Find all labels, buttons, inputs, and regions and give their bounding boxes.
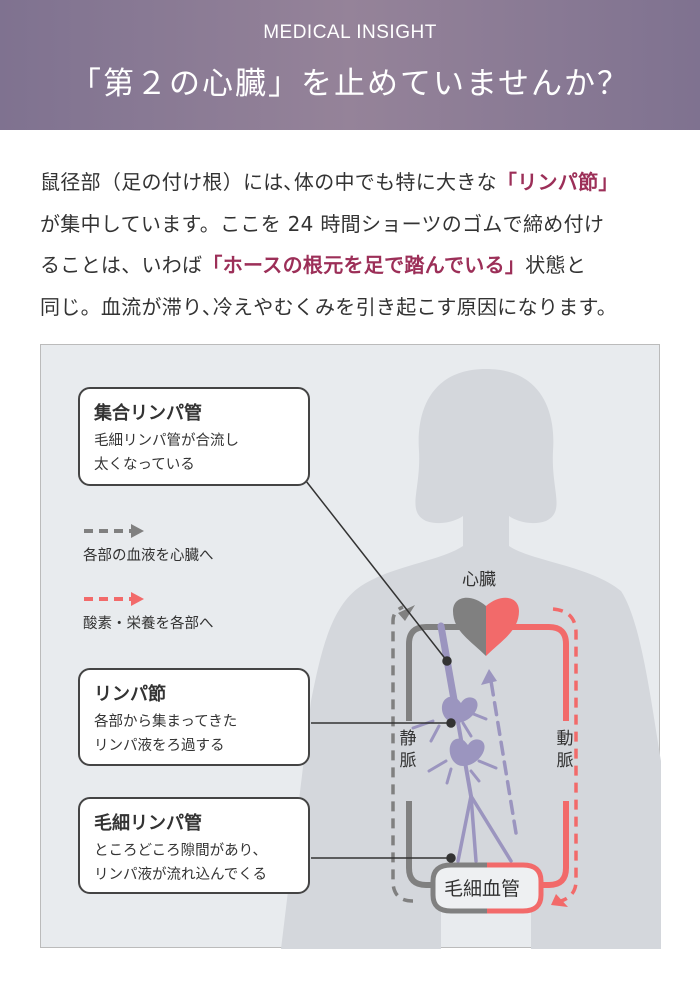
intro-paragraph: 鼠径部（足の付け根）には､体の中でも特に大きな「リンパ節」 が集中しています。こ… bbox=[40, 162, 680, 328]
heart-icon bbox=[453, 597, 486, 656]
callout-capillary-lymph: 毛細リンパ管 ところどころ隙間があり、 リンパ液が流れ込んでくる bbox=[78, 797, 310, 894]
body-silhouette bbox=[281, 369, 661, 949]
callout-title: 毛細リンパ管 bbox=[94, 813, 202, 834]
text: 状態と bbox=[525, 253, 587, 277]
vein-flow-arrow bbox=[391, 605, 414, 903]
callout-text: 毛細リンパ管が合流し bbox=[94, 433, 239, 449]
highlight: 「リンパ節」 bbox=[496, 170, 619, 194]
callout-lymph-node: リンパ節 各部から集まってきた リンパ液をろ過する bbox=[78, 668, 310, 766]
legend-vein-label: 各部の血液を心臓へ bbox=[83, 548, 214, 564]
callout-text: 太くなっている bbox=[94, 457, 195, 473]
lymph-node bbox=[441, 696, 478, 723]
page-title: 「第２の心臓」を止めていませんか？ bbox=[69, 66, 631, 102]
callout-collecting-lymph: 集合リンパ管 毛細リンパ管が合流し 太くなっている bbox=[78, 387, 310, 486]
artery-label: 動脈 bbox=[556, 729, 574, 771]
eyebrow: MEDICAL INSIGHT bbox=[263, 22, 437, 43]
text: 同じ。血流が滞り､冷えやむくみを引き起こす原因になります。 bbox=[40, 294, 618, 319]
capillary-label: 毛細血管 bbox=[444, 878, 521, 900]
header-banner: MEDICAL INSIGHT 「第２の心臓」を止めていませんか？ bbox=[0, 0, 700, 130]
vein-line bbox=[406, 624, 463, 888]
lymph-node bbox=[449, 738, 485, 766]
callout-title: 集合リンパ管 bbox=[94, 403, 202, 424]
heart-label: 心臓 bbox=[462, 570, 496, 590]
legend-artery-label: 酸素・栄養を各部へ bbox=[83, 616, 214, 632]
artery-flow-arrow bbox=[552, 607, 578, 903]
artery-line bbox=[511, 624, 569, 888]
callout-text: ところどころ隙間があり、 bbox=[94, 843, 267, 859]
callout-text: 各部から集まってきた bbox=[94, 714, 238, 730]
callout-text: リンパ液をろ過する bbox=[94, 738, 225, 754]
text: が集中しています。ここを 24 時間ショーツのゴムで締め付け bbox=[40, 211, 605, 236]
lymph-flow-arrow bbox=[489, 679, 518, 835]
text: ることは、いわば bbox=[40, 253, 203, 277]
callout-text: リンパ液が流れ込んでくる bbox=[94, 867, 267, 883]
circulation-diagram bbox=[84, 369, 661, 949]
highlight: 「ホースの根元を足で踏んでいる」 bbox=[202, 253, 526, 277]
vein-label: 静脈 bbox=[399, 729, 417, 771]
text: 鼠径部（足の付け根）には､体の中でも特に大きな bbox=[40, 170, 497, 194]
callout-title: リンパ節 bbox=[94, 684, 166, 705]
